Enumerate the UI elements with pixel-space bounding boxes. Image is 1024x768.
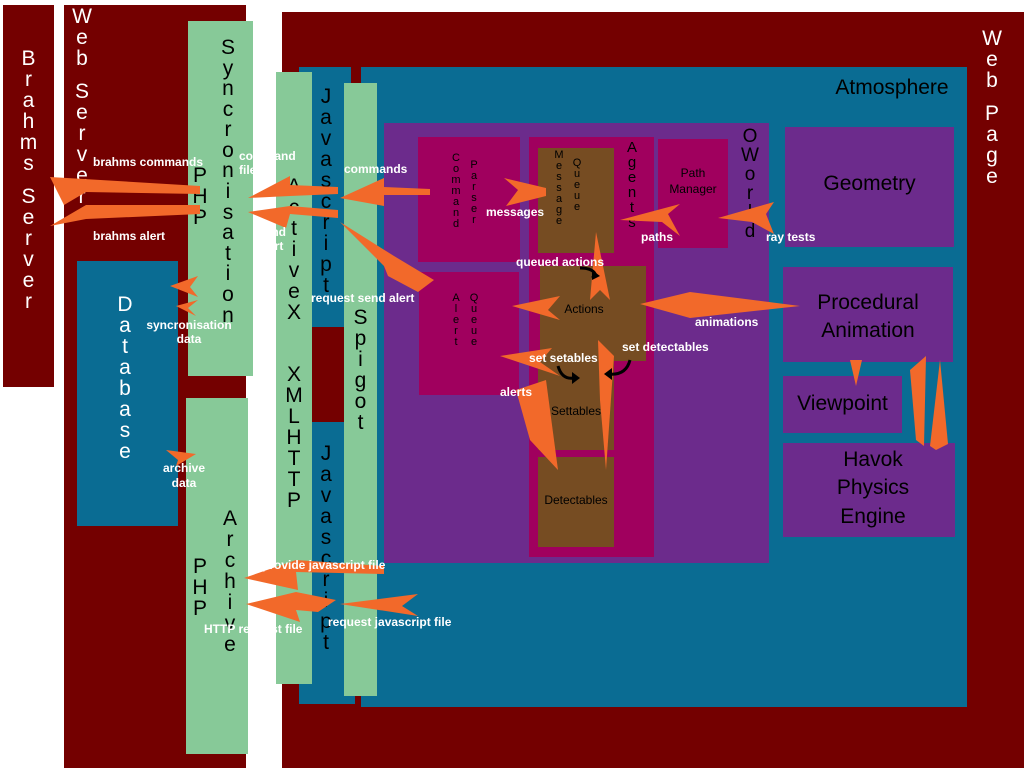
- detectables-label: Detectables: [544, 493, 608, 507]
- actions-label: Actions: [564, 302, 604, 316]
- geometry-box: [785, 127, 954, 247]
- arrow-provide-js: [244, 560, 384, 590]
- syncronisation-box: [188, 21, 253, 376]
- arrow-archive-data: [166, 450, 196, 466]
- arrow-request-js: [340, 594, 418, 616]
- label-command-file: command file: [239, 149, 296, 177]
- path-manager-label: Path Manager: [669, 166, 717, 196]
- alert-queue-box: [419, 272, 519, 395]
- label-brahms-alert: brahms alert: [93, 229, 166, 243]
- label-syncronisation-data: syncronisation data: [146, 318, 232, 347]
- brahms-server-box: [3, 5, 54, 387]
- arrow-alerts-1: [512, 296, 560, 320]
- arrow-procedural-viewpoint: [850, 360, 862, 386]
- arrow-paths: [620, 204, 680, 236]
- viewpoint-box: [783, 376, 902, 433]
- path-manager-box: [658, 139, 728, 248]
- command-parser-box: [418, 137, 520, 262]
- arrow-brahms-commands: [50, 177, 200, 205]
- arrow-alerts-2: [500, 348, 560, 376]
- message-queue-box: [538, 148, 614, 253]
- arrow-alerts-3: [516, 380, 558, 470]
- arrow-ray-tests: [718, 202, 774, 234]
- database-box: [77, 261, 178, 526]
- geometry-label: Geometry: [823, 172, 916, 195]
- label-http-request-file: HTTP request file: [204, 622, 303, 636]
- label-set-setables: set setables: [529, 351, 598, 365]
- arrow-messages: [504, 178, 546, 206]
- arrow-send-alert: [248, 206, 338, 228]
- arrow-commands: [340, 178, 430, 206]
- arrow-queued-actions: [590, 232, 610, 300]
- havok-box: [783, 443, 955, 537]
- archive-box: [186, 398, 248, 754]
- curve-set-settables: [556, 365, 575, 380]
- label-ray-tests: ray tests: [766, 230, 816, 244]
- label-commands: commands: [344, 162, 408, 176]
- arrow-command-file: [248, 176, 338, 198]
- arrow-http-request: [246, 592, 336, 622]
- label-send-alert: send alert: [258, 225, 287, 253]
- havok-label: Havok Physics Engine: [836, 448, 910, 528]
- label-paths: paths: [641, 230, 674, 244]
- curve-tip-2: [572, 372, 580, 384]
- label-queued-actions: queued actions: [516, 255, 605, 269]
- arrow-syncronisation-data-2: [176, 300, 198, 316]
- label-animations: animations: [695, 315, 759, 329]
- curve-tip-1: [592, 270, 600, 280]
- label-archive-data: archive data: [162, 461, 206, 490]
- arrow-request-send-alert: [340, 222, 434, 292]
- label-set-detectables: set detectables: [622, 340, 709, 354]
- procedural-animation-label: Procedural Animation: [817, 291, 919, 343]
- label-brahms-commands: brahms commands: [93, 155, 204, 169]
- arrow-havok-1: [910, 356, 926, 446]
- label-provide-javascript-file: provide javascript file: [262, 558, 386, 572]
- arrow-havok-2: [930, 360, 948, 450]
- curve-tip-3: [604, 368, 612, 380]
- arrow-syncronisation-data: [170, 276, 198, 297]
- procedural-animation-box: [783, 267, 953, 362]
- label-messages: messages: [486, 205, 545, 219]
- label-request-javascript-file: request javascript file: [328, 615, 452, 629]
- viewpoint-label: Viewpoint: [797, 392, 888, 415]
- label-alerts: alerts: [500, 385, 533, 399]
- arrow-animations: [640, 292, 800, 318]
- atmosphere-label: Atmosphere: [835, 76, 949, 99]
- arrow-brahms-alert: [50, 205, 200, 226]
- settables-label: Settables: [550, 404, 602, 418]
- label-request-send-alert: request send alert: [311, 291, 415, 305]
- detectables-box: [538, 457, 614, 547]
- arrow-set-detectables: [598, 340, 614, 470]
